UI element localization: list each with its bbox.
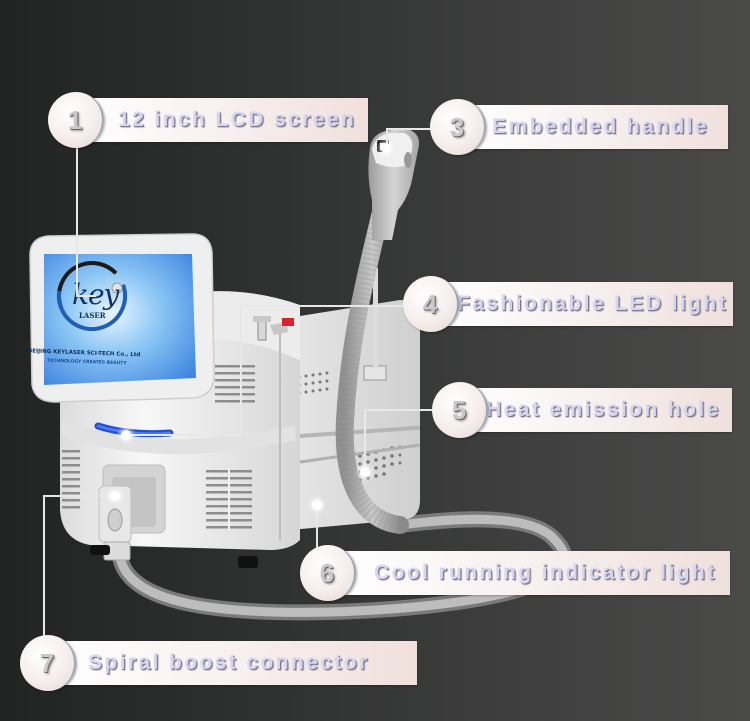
marker-dot-3 [381,143,391,153]
callout-label: Fashionable LED light [457,292,728,315]
callout-embedded-handle: 3 Embedded handle [430,99,728,155]
leader-line-6 [316,504,318,554]
callout-number: 1 [48,92,104,148]
callout-number: 6 [300,545,356,601]
leader-line-4-v [240,305,242,435]
leader-line-5-h [364,409,436,411]
leader-line-1 [76,146,78,296]
callout-bar [322,551,730,595]
marker-dot-4 [121,430,131,440]
leader-line-7-v [43,495,45,640]
callout-label: 12 inch LCD screen [118,108,357,131]
callout-cool-running: 6 Cool running indicator light [300,545,730,601]
callout-lcd-screen: 1 12 inch LCD screen [48,92,368,148]
leader-line-3 [386,128,432,130]
callout-number: 7 [20,635,76,691]
callout-number: 4 [403,276,459,332]
callout-led-light: 4 Fashionable LED light [403,276,733,332]
callout-number: 5 [432,382,488,438]
callout-heat-emission: 5 Heat emission hole [432,382,732,438]
callout-bar [452,105,728,149]
leader-line-7-h [43,495,113,497]
callout-bar [454,388,732,432]
callout-spiral-connector: 7 Spiral boost connector [20,635,417,691]
callout-label: Spiral boost connector [88,651,370,674]
callout-bar [425,282,733,326]
marker-dot-6 [312,500,322,510]
callout-label: Cool running indicator light [374,561,717,584]
leader-line-1-h [76,295,96,297]
leader-line-4-h2 [128,434,241,436]
screen-logo: key [72,278,119,311]
leader-line-4-h [240,305,408,307]
marker-dot-5 [360,467,370,477]
screen-logo-sub: LASER [79,311,106,320]
marker-dot-7 [110,491,120,501]
leader-line-3-v [386,128,388,150]
callout-bar [42,641,417,685]
callout-number: 3 [430,99,486,155]
callout-bar [70,98,368,142]
callout-label: Heat emission hole [486,398,721,421]
callout-label: Embedded handle [492,115,709,138]
leader-line-5-v [364,409,366,471]
